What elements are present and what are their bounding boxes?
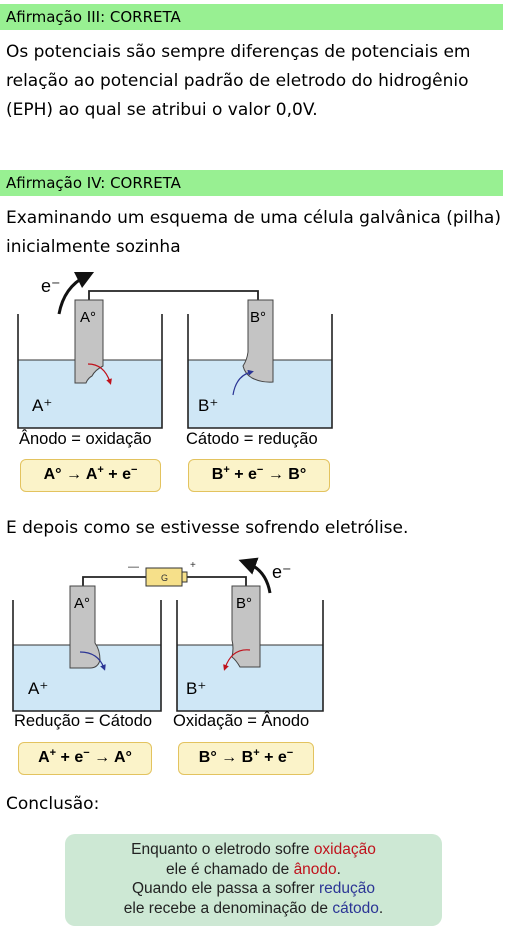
oxidation-arrow bbox=[87, 363, 112, 385]
right-beaker-2 bbox=[176, 600, 324, 712]
generator-label: G bbox=[161, 573, 168, 583]
conclusion-line-2: ele é chamado de ânodo. bbox=[166, 860, 341, 878]
right-electrode-label: B° bbox=[250, 309, 266, 326]
conclusion-line-1: Enquanto o eletrodo sofre oxidação bbox=[131, 841, 376, 858]
positive-pole-label: + bbox=[190, 560, 196, 571]
electron-flow-arrow bbox=[57, 271, 95, 315]
oxidation-equation-2: B° → B+ + e− bbox=[178, 742, 314, 775]
right-ion-label-2: B⁺ bbox=[186, 679, 206, 698]
galvanic-cell-diagram: e⁻ A° B° A⁺ B⁺ bbox=[17, 271, 333, 429]
electron-label: e⁻ bbox=[41, 276, 61, 296]
electron-flow-arrow-2 bbox=[238, 557, 272, 594]
left-beaker bbox=[17, 314, 163, 429]
reduction-arrow-2 bbox=[79, 651, 106, 671]
electrolysis-text: E depois como se estivesse sofrendo elet… bbox=[6, 518, 409, 538]
left-ion-label-2: A⁺ bbox=[28, 679, 48, 698]
left-ion-label: A⁺ bbox=[32, 396, 52, 415]
right-electrode-label-2: B° bbox=[236, 595, 252, 612]
right-beaker bbox=[187, 314, 333, 429]
reduction-equation-2: A+ + e− → A° bbox=[18, 742, 152, 775]
conclusion-label: Conclusão: bbox=[6, 794, 100, 814]
negative-pole-label: — bbox=[128, 561, 139, 573]
left-electrode-label-2: A° bbox=[74, 595, 90, 612]
oxidation-arrow-2 bbox=[223, 649, 251, 671]
right-electrode-2 bbox=[231, 585, 261, 668]
reduction-equation-1: B+ + e− → B° bbox=[188, 459, 330, 492]
reduction-arrow bbox=[232, 369, 254, 396]
conclusion-line-3: Quando ele passa a sofrer redução bbox=[132, 880, 375, 897]
wire bbox=[88, 290, 259, 300]
section-3-header: Afirmação III: CORRETA bbox=[0, 4, 503, 30]
left-electrode-label: A° bbox=[80, 309, 96, 326]
section-4-header: Afirmação IV: CORRETA bbox=[0, 170, 503, 196]
section-3-text: Os potenciais são sempre diferenças de p… bbox=[6, 42, 471, 120]
cathode-caption-2: Redução = Cátodo bbox=[14, 712, 153, 730]
conclusion-line-4: ele recebe a denominação de cátodo. bbox=[123, 899, 384, 917]
conclusion-box: Enquanto o eletrodo sofre oxidação ele é… bbox=[65, 834, 442, 926]
anode-caption-2: Oxidação = Ânodo bbox=[173, 712, 310, 730]
right-ion-label: B⁺ bbox=[198, 396, 218, 415]
anode-caption-1: Ânodo = oxidação bbox=[19, 430, 152, 448]
electrolysis-diagram: G — + e⁻ A° B° A⁺ B⁺ bbox=[12, 557, 324, 712]
electron-label-2: e⁻ bbox=[272, 562, 292, 582]
cathode-caption-1: Cátodo = redução bbox=[186, 430, 318, 448]
generator-terminal bbox=[181, 571, 188, 583]
oxidation-equation-1: A° → A+ + e− bbox=[20, 459, 161, 492]
section-4-text: Examinando um esquema de uma célula galv… bbox=[6, 208, 501, 257]
left-electrode bbox=[74, 299, 104, 384]
left-beaker-2 bbox=[12, 600, 162, 712]
